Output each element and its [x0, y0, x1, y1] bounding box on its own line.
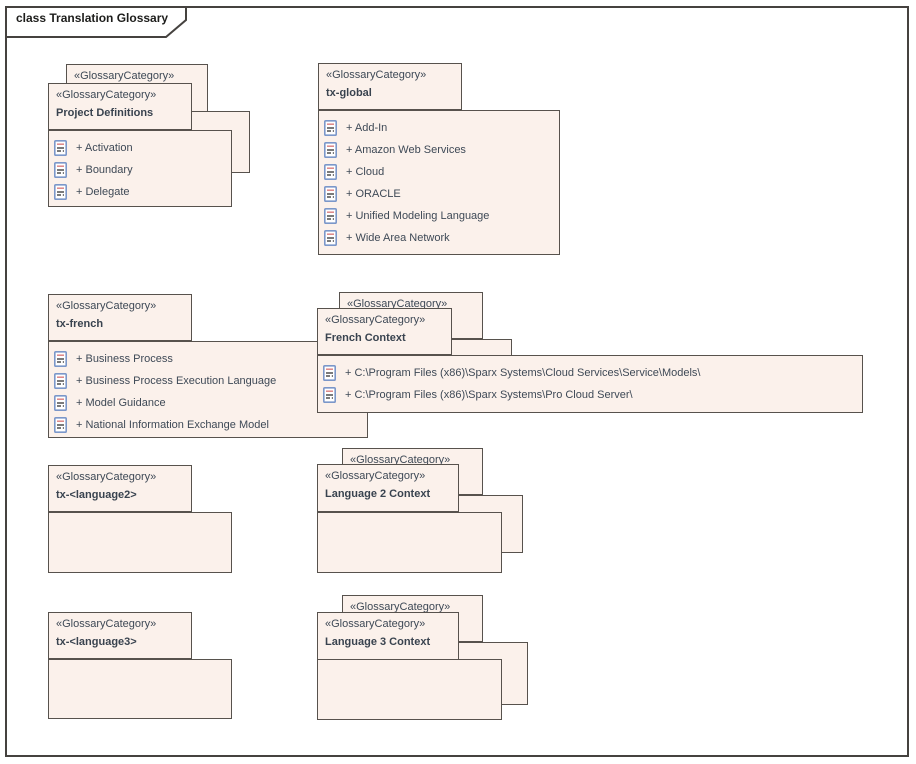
glossary-entry-icon: [54, 162, 67, 178]
stereotype-label: «GlossaryCategory»: [325, 618, 426, 630]
package-body-tx-french[interactable]: + Business Process + Business Process Ex…: [48, 341, 368, 438]
glossary-item-label: + Boundary: [76, 164, 133, 176]
glossary-entry-icon: [54, 373, 67, 389]
glossary-item-list: + C:\Program Files (x86)\Sparx Systems\C…: [318, 356, 862, 406]
glossary-item-label: + Delegate: [76, 186, 130, 198]
glossary-entry-icon: [54, 395, 67, 411]
glossary-item[interactable]: + ORACLE: [324, 183, 557, 205]
package-tab-french-context[interactable]: «GlossaryCategory» French Context: [317, 308, 452, 355]
glossary-entry-icon: [324, 186, 337, 202]
stereotype-label: «GlossaryCategory»: [325, 314, 426, 326]
glossary-item-label: + National Information Exchange Model: [76, 419, 269, 431]
glossary-item[interactable]: + National Information Exchange Model: [54, 414, 365, 436]
package-body-french-context[interactable]: + C:\Program Files (x86)\Sparx Systems\C…: [317, 355, 863, 413]
glossary-item[interactable]: + Unified Modeling Language: [324, 205, 557, 227]
glossary-entry-icon: [324, 164, 337, 180]
glossary-entry-icon: [54, 140, 67, 156]
stereotype-label: «GlossaryCategory»: [326, 69, 427, 81]
package-tab-tx-french[interactable]: «GlossaryCategory» tx-french: [48, 294, 192, 341]
glossary-item-list: + Activation + Boundary + Delegate: [49, 131, 231, 203]
package-name: tx-global: [326, 87, 372, 99]
glossary-item[interactable]: + C:\Program Files (x86)\Sparx Systems\C…: [323, 362, 860, 384]
glossary-item-label: + Business Process Execution Language: [76, 375, 277, 387]
package-tab-project-definitions[interactable]: «GlossaryCategory» Project Definitions: [48, 83, 192, 130]
glossary-item-list: + Business Process + Business Process Ex…: [49, 342, 367, 436]
glossary-entry-icon: [54, 351, 67, 367]
glossary-item-label: + Business Process: [76, 353, 173, 365]
stereotype-label: «GlossaryCategory»: [56, 89, 157, 101]
glossary-item-label: + Activation: [76, 142, 133, 154]
package-name: tx-french: [56, 318, 104, 330]
package-name: Language 2 Context: [325, 488, 431, 500]
glossary-entry-icon: [323, 365, 336, 381]
package-name: Language 3 Context: [325, 636, 431, 648]
glossary-item-label: + C:\Program Files (x86)\Sparx Systems\C…: [345, 367, 701, 379]
package-name: French Context: [325, 332, 406, 344]
package-body-language-3-context[interactable]: [317, 659, 502, 720]
glossary-entry-icon: [54, 184, 67, 200]
glossary-item-label: + ORACLE: [346, 188, 401, 200]
glossary-entry-icon: [324, 230, 337, 246]
glossary-item[interactable]: + Business Process Execution Language: [54, 370, 365, 392]
package-name: tx-<language2>: [56, 489, 137, 501]
package-tab-tx-language3[interactable]: «GlossaryCategory» tx-<language3>: [48, 612, 192, 659]
diagram-title: class Translation Glossary: [16, 11, 169, 25]
package-name: Project Definitions: [56, 107, 154, 119]
package-body-project-definitions[interactable]: + Activation + Boundary + Delegate: [48, 130, 232, 207]
glossary-entry-icon: [324, 208, 337, 224]
glossary-entry-icon: [324, 142, 337, 158]
package-body-tx-language3[interactable]: [48, 659, 232, 719]
package-body-tx-global[interactable]: + Add-In + Amazon Web Services + Cloud +…: [318, 110, 560, 255]
glossary-item[interactable]: + Cloud: [324, 161, 557, 183]
stereotype-label: «GlossaryCategory»: [347, 298, 448, 310]
glossary-item[interactable]: + Delegate: [54, 181, 229, 203]
glossary-entry-icon: [54, 417, 67, 433]
glossary-item-label: + C:\Program Files (x86)\Sparx Systems\P…: [345, 389, 633, 401]
stereotype-label: «GlossaryCategory»: [350, 601, 451, 613]
glossary-item-label: + Unified Modeling Language: [346, 210, 490, 222]
package-tab-tx-language2[interactable]: «GlossaryCategory» tx-<language2>: [48, 465, 192, 512]
glossary-item[interactable]: + Model Guidance: [54, 392, 365, 414]
glossary-item[interactable]: + C:\Program Files (x86)\Sparx Systems\P…: [323, 384, 860, 406]
stereotype-label: «GlossaryCategory»: [56, 618, 157, 630]
glossary-item[interactable]: + Wide Area Network: [324, 227, 557, 249]
package-name: tx-<language3>: [56, 636, 137, 648]
glossary-item[interactable]: + Amazon Web Services: [324, 139, 557, 161]
diagram-frame-label-tab: [5, 6, 187, 38]
package-tab-language-3-context[interactable]: «GlossaryCategory» Language 3 Context: [317, 612, 459, 660]
glossary-item-label: + Wide Area Network: [346, 232, 450, 244]
glossary-item[interactable]: + Add-In: [324, 117, 557, 139]
package-body-language-2-context[interactable]: [317, 512, 502, 573]
package-body-tx-language2[interactable]: [48, 512, 232, 573]
stereotype-label: «GlossaryCategory»: [56, 471, 157, 483]
glossary-item[interactable]: + Business Process: [54, 348, 365, 370]
glossary-item[interactable]: + Activation: [54, 137, 229, 159]
glossary-item-label: + Add-In: [346, 122, 388, 134]
glossary-item[interactable]: + Boundary: [54, 159, 229, 181]
glossary-item-label: + Amazon Web Services: [346, 144, 466, 156]
package-tab-tx-global[interactable]: «GlossaryCategory» tx-global: [318, 63, 462, 110]
glossary-item-label: + Model Guidance: [76, 397, 166, 409]
glossary-entry-icon: [323, 387, 336, 403]
glossary-item-label: + Cloud: [346, 166, 385, 178]
glossary-item-list: + Add-In + Amazon Web Services + Cloud +…: [319, 111, 559, 249]
package-tab-language-2-context[interactable]: «GlossaryCategory» Language 2 Context: [317, 464, 459, 512]
stereotype-label: «GlossaryCategory»: [56, 300, 157, 312]
stereotype-label: «GlossaryCategory»: [325, 470, 426, 482]
glossary-entry-icon: [324, 120, 337, 136]
stereotype-label: «GlossaryCategory»: [74, 70, 175, 82]
stereotype-label: «GlossaryCategory»: [350, 454, 451, 466]
